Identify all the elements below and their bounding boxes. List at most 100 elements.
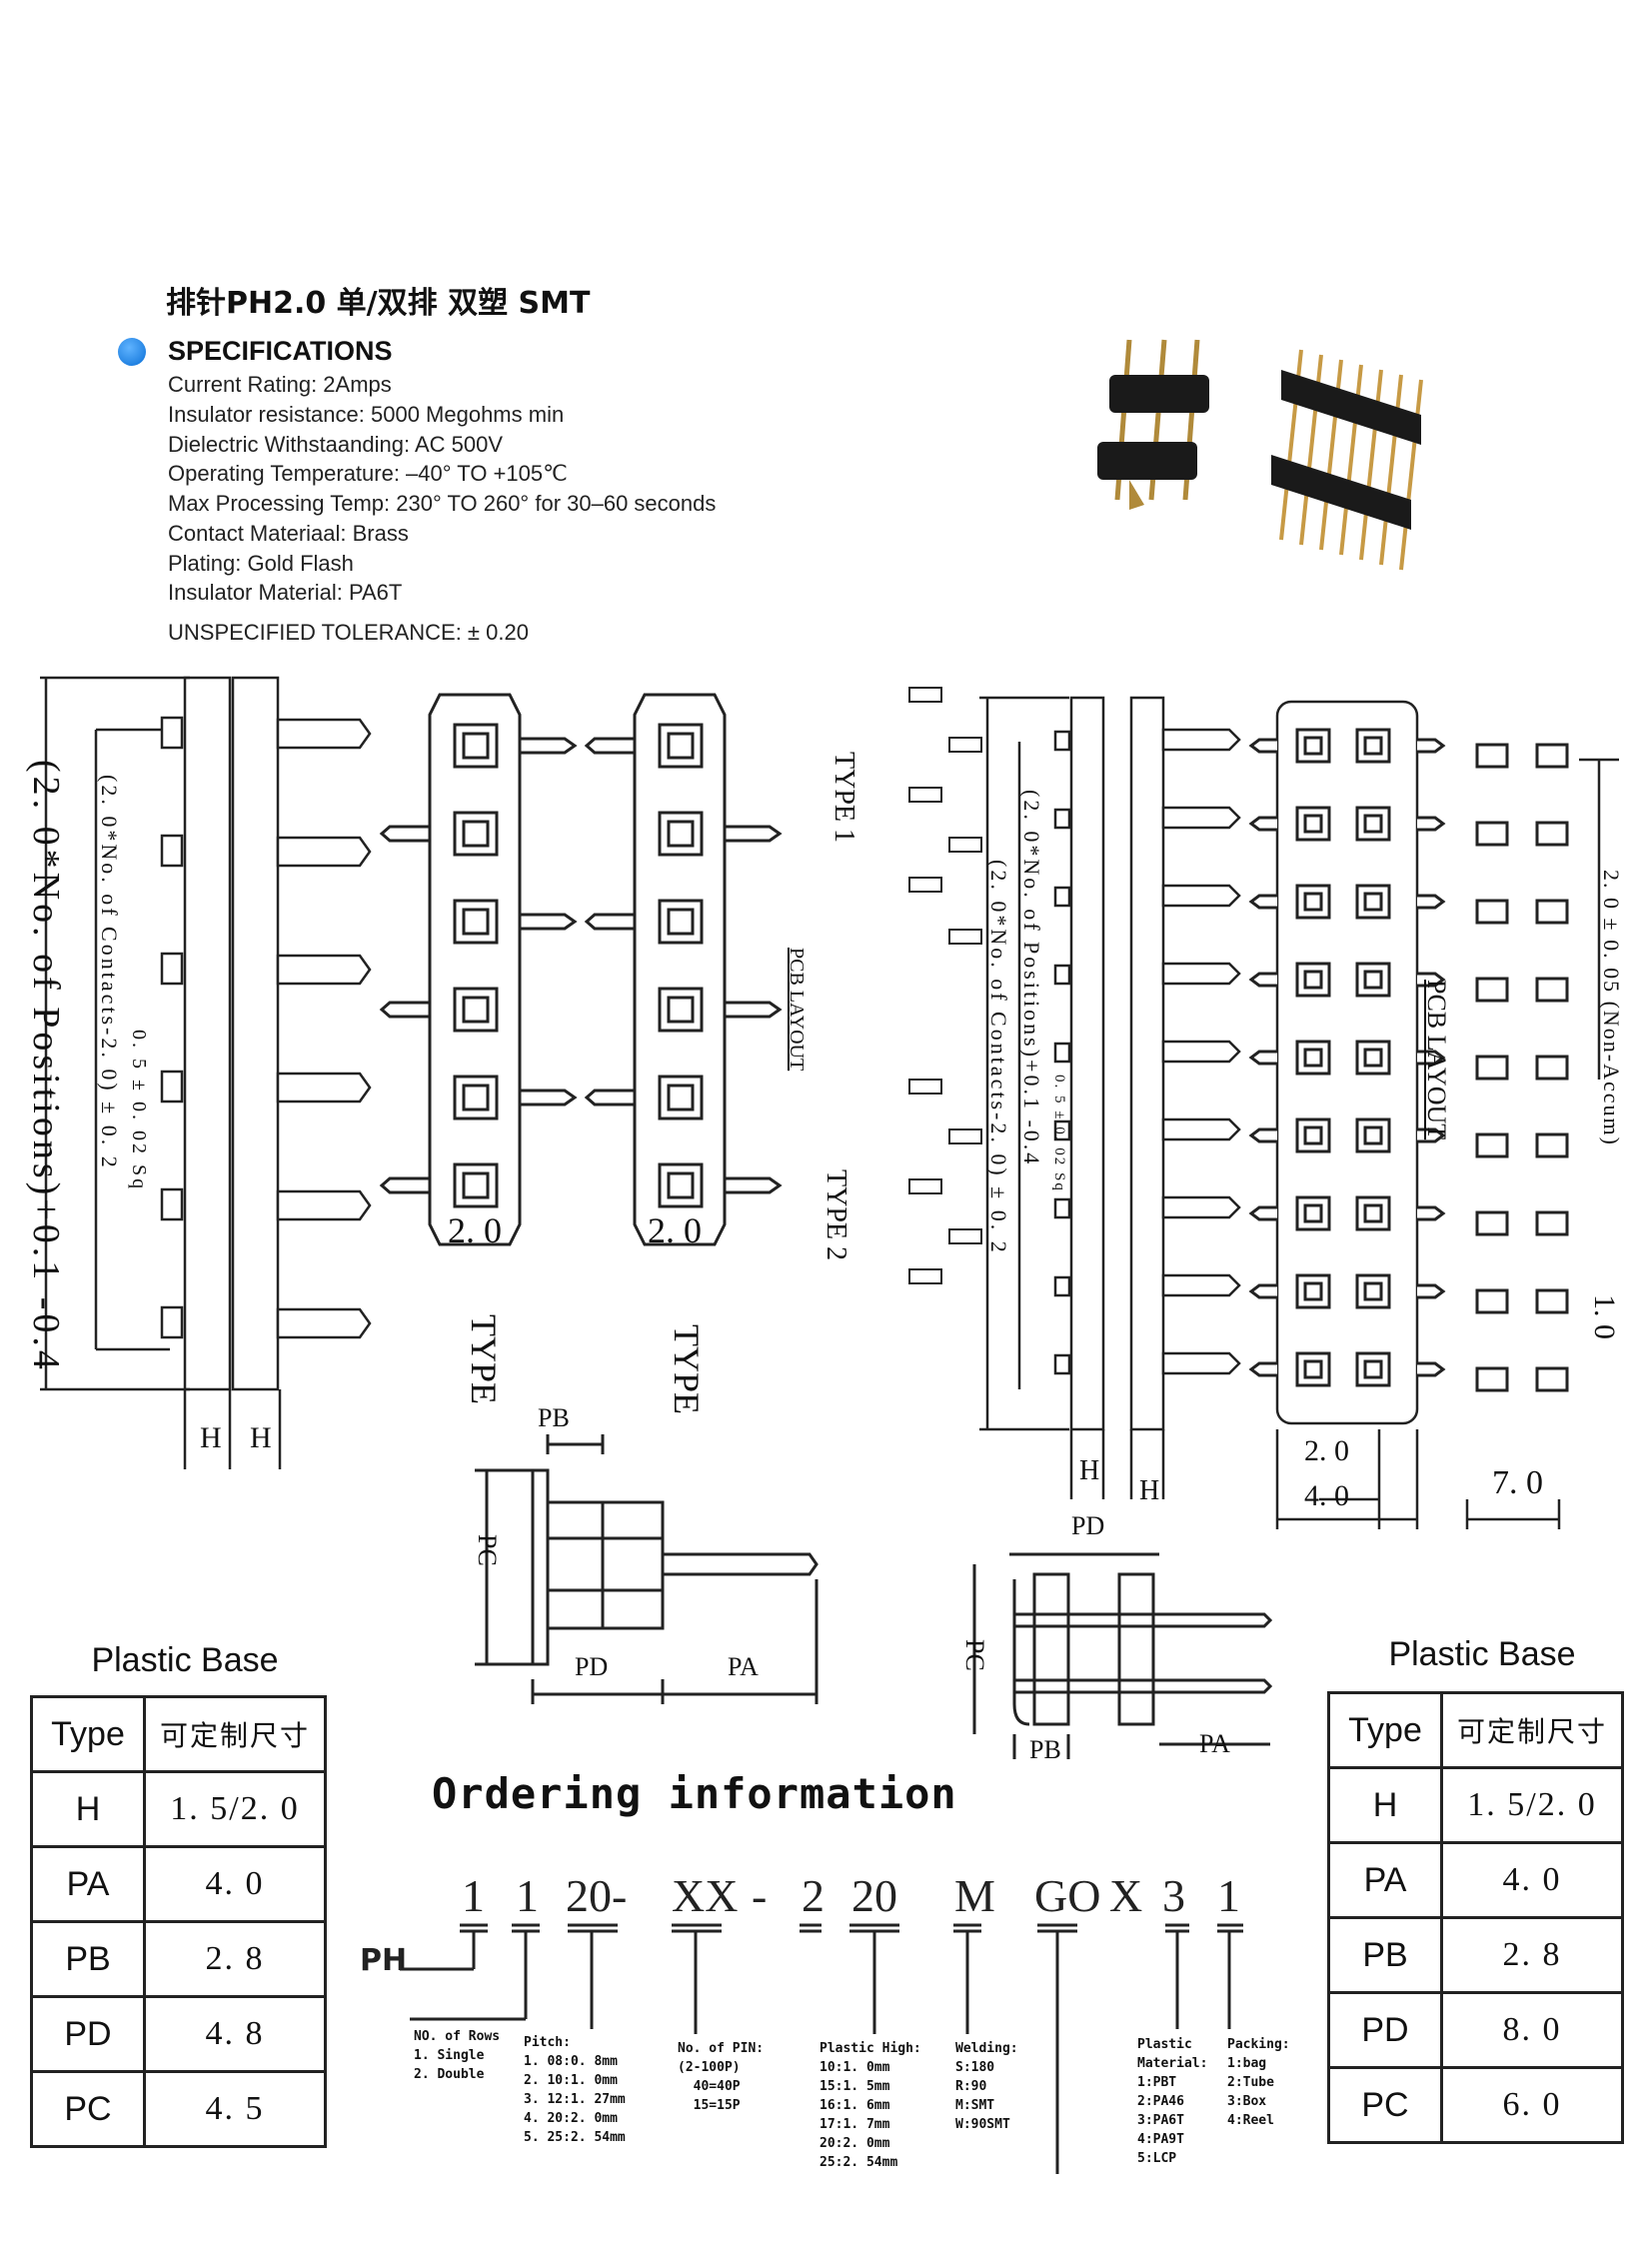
bullet-dot-icon — [118, 338, 146, 366]
value-cell: 4. 8 — [143, 1995, 327, 2073]
pitch-dimension: 2. 0 — [448, 1210, 502, 1250]
pitch-dimension: 2. 0 — [648, 1210, 702, 1250]
code-welding: M — [954, 1870, 995, 1921]
spec-line: Contact Materiaal: Brass — [168, 521, 409, 546]
spec-line: Dielectric Withstaanding: AC 500V — [168, 432, 504, 457]
header-cell: 可定制尺寸 — [1440, 1691, 1624, 1769]
page-title: 排针PH2.0 单/双排 双塑 SMT — [166, 286, 591, 321]
legend-plastic-high: Plastic High: 10:1. 0mm 15:1. 5mm 16:1. … — [820, 2041, 921, 2170]
pb-label: PB — [538, 1403, 570, 1432]
tolerance-note: UNSPECIFIED TOLERANCE: ± 0.20 — [168, 620, 529, 645]
specifications-heading: SPECIFICATIONS — [168, 336, 393, 366]
pcb-layout-label: PCB LAYOUT — [1422, 980, 1451, 1140]
pd-label: PD — [1071, 1511, 1105, 1540]
code-plastic: 2 — [802, 1870, 825, 1921]
positions-dimension: (2. 0*No. of Positions)+0.1 -0.4 — [25, 760, 67, 1373]
value-cell: 4. 0 — [1440, 1841, 1624, 1919]
type-cell: PA — [1327, 1841, 1443, 1919]
contacts-dimension: (2. 0*No. of Contacts-2. 0) ± 0. 2 — [986, 860, 1011, 1255]
spec-line: Insulator Material: PA6T — [168, 580, 403, 605]
value-cell: 2. 8 — [1440, 1916, 1624, 1994]
value-cell: 8. 0 — [1440, 1991, 1624, 2069]
pc-label: PC — [960, 1639, 989, 1671]
code-type: 1 — [516, 1870, 539, 1921]
pd-label: PD — [575, 1652, 609, 1681]
h-dimension: H — [200, 1421, 222, 1454]
type2-top-view — [584, 693, 783, 1246]
code-packing: 1 — [1217, 1870, 1240, 1921]
table-header-row: Type 可定制尺寸 — [1327, 1691, 1624, 1769]
value-cell: 4. 5 — [143, 2070, 327, 2148]
ordering-leader-lines — [400, 1923, 1243, 2174]
code-pitch: 20- — [566, 1870, 628, 1921]
pb-label: PB — [1029, 1735, 1061, 1764]
type-cell: H — [1327, 1766, 1443, 1844]
ordering-prefix: PH — [360, 1943, 408, 1978]
code-rows: 1 — [462, 1870, 485, 1921]
double-row-side-view — [908, 687, 1619, 1529]
spec-line: Operating Temperature: –40° TO +105℃ — [168, 461, 568, 486]
ordering-title: Ordering information — [432, 1769, 957, 1818]
code-dash: - — [752, 1870, 768, 1921]
table-caption: Plastic Base — [1388, 1635, 1576, 1673]
value-cell: 1. 5/2. 0 — [1440, 1766, 1624, 1844]
legend-material: Plastic Material: 1:PBT 2:PA46 3:PA6T 4:… — [1137, 2037, 1208, 2166]
type-label: TYPE — [464, 1314, 504, 1404]
code-pins: XX — [672, 1870, 739, 1921]
product-photo-single-row — [1097, 339, 1209, 510]
type-cell: PC — [30, 2070, 146, 2148]
spec-line: Max Processing Temp: 230° TO 260° for 30… — [168, 491, 717, 516]
product-photo-double-row — [1271, 349, 1423, 571]
value-cell: 4. 0 — [143, 1845, 327, 1923]
pa-label: PA — [1199, 1729, 1230, 1758]
type-cell: PB — [30, 1920, 146, 1998]
type-cell: PD — [30, 1995, 146, 2073]
pin-square-dimension: 0. 5 ± 0. 02 Sq — [128, 1030, 150, 1192]
h-dimension: H — [250, 1421, 272, 1454]
type-cell: H — [30, 1770, 146, 1848]
legend-packing: Packing: 1:bag 2:Tube 3:Box 4:Reel — [1227, 2037, 1290, 2128]
pa-label: PA — [728, 1652, 759, 1681]
spec-line: Insulator resistance: 5000 Megohms min — [168, 402, 565, 427]
type-label: TYPE — [667, 1324, 707, 1414]
value-cell: 6. 0 — [1440, 2066, 1624, 2144]
positions-dimension: (2. 0*No. of Positions)+0.1 -0.4 — [1019, 790, 1044, 1167]
spacing-dimension: 1. 0 — [1588, 1294, 1621, 1339]
spec-line: Current Rating: 2Amps — [168, 372, 392, 397]
double-row-profile-view — [972, 1552, 1273, 1759]
pcb-width-dimension: 7. 0 — [1492, 1464, 1543, 1501]
single-row-profile-view — [475, 1434, 819, 1704]
value-cell: 2. 8 — [143, 1920, 327, 1998]
table-header-row: Type 可定制尺寸 — [30, 1695, 327, 1773]
pcb-layout-label: PCB LAYOUT — [786, 948, 808, 1072]
type-cell: PA — [30, 1845, 146, 1923]
type1-top-view — [379, 693, 578, 1246]
width-dimension: 4. 0 — [1304, 1479, 1349, 1512]
code-x: X — [1109, 1870, 1143, 1921]
type-cell: PB — [1327, 1916, 1443, 1994]
header-cell: 可定制尺寸 — [143, 1695, 327, 1773]
h-dimension: H — [1079, 1455, 1100, 1486]
code-high: 20 — [851, 1870, 897, 1921]
code-material: 3 — [1162, 1870, 1185, 1921]
contacts-dimension: (2. 0*No. of Contacts-2. 0) ± 0. 2 — [97, 775, 122, 1170]
header-cell: Type — [30, 1695, 146, 1773]
pin-square-dimension: 0. 5 ± 0. 02 Sq — [1051, 1075, 1067, 1192]
legend-pitch: Pitch: 1. 08:0. 8mm 2. 10:1. 0mm 3. 12:1… — [524, 2035, 626, 2145]
table-caption: Plastic Base — [91, 1641, 279, 1679]
legend-pins: No. of PIN: (2-100P) 40=40P 15=15P — [678, 2041, 765, 2113]
single-row-side-view — [40, 676, 372, 1469]
legend-welding: Welding: S:180 R:90 M:SMT W:90SMT — [955, 2041, 1018, 2132]
non-accum-dimension: 2. 0 ± 0. 05 (Non-Accum) — [1599, 870, 1624, 1146]
